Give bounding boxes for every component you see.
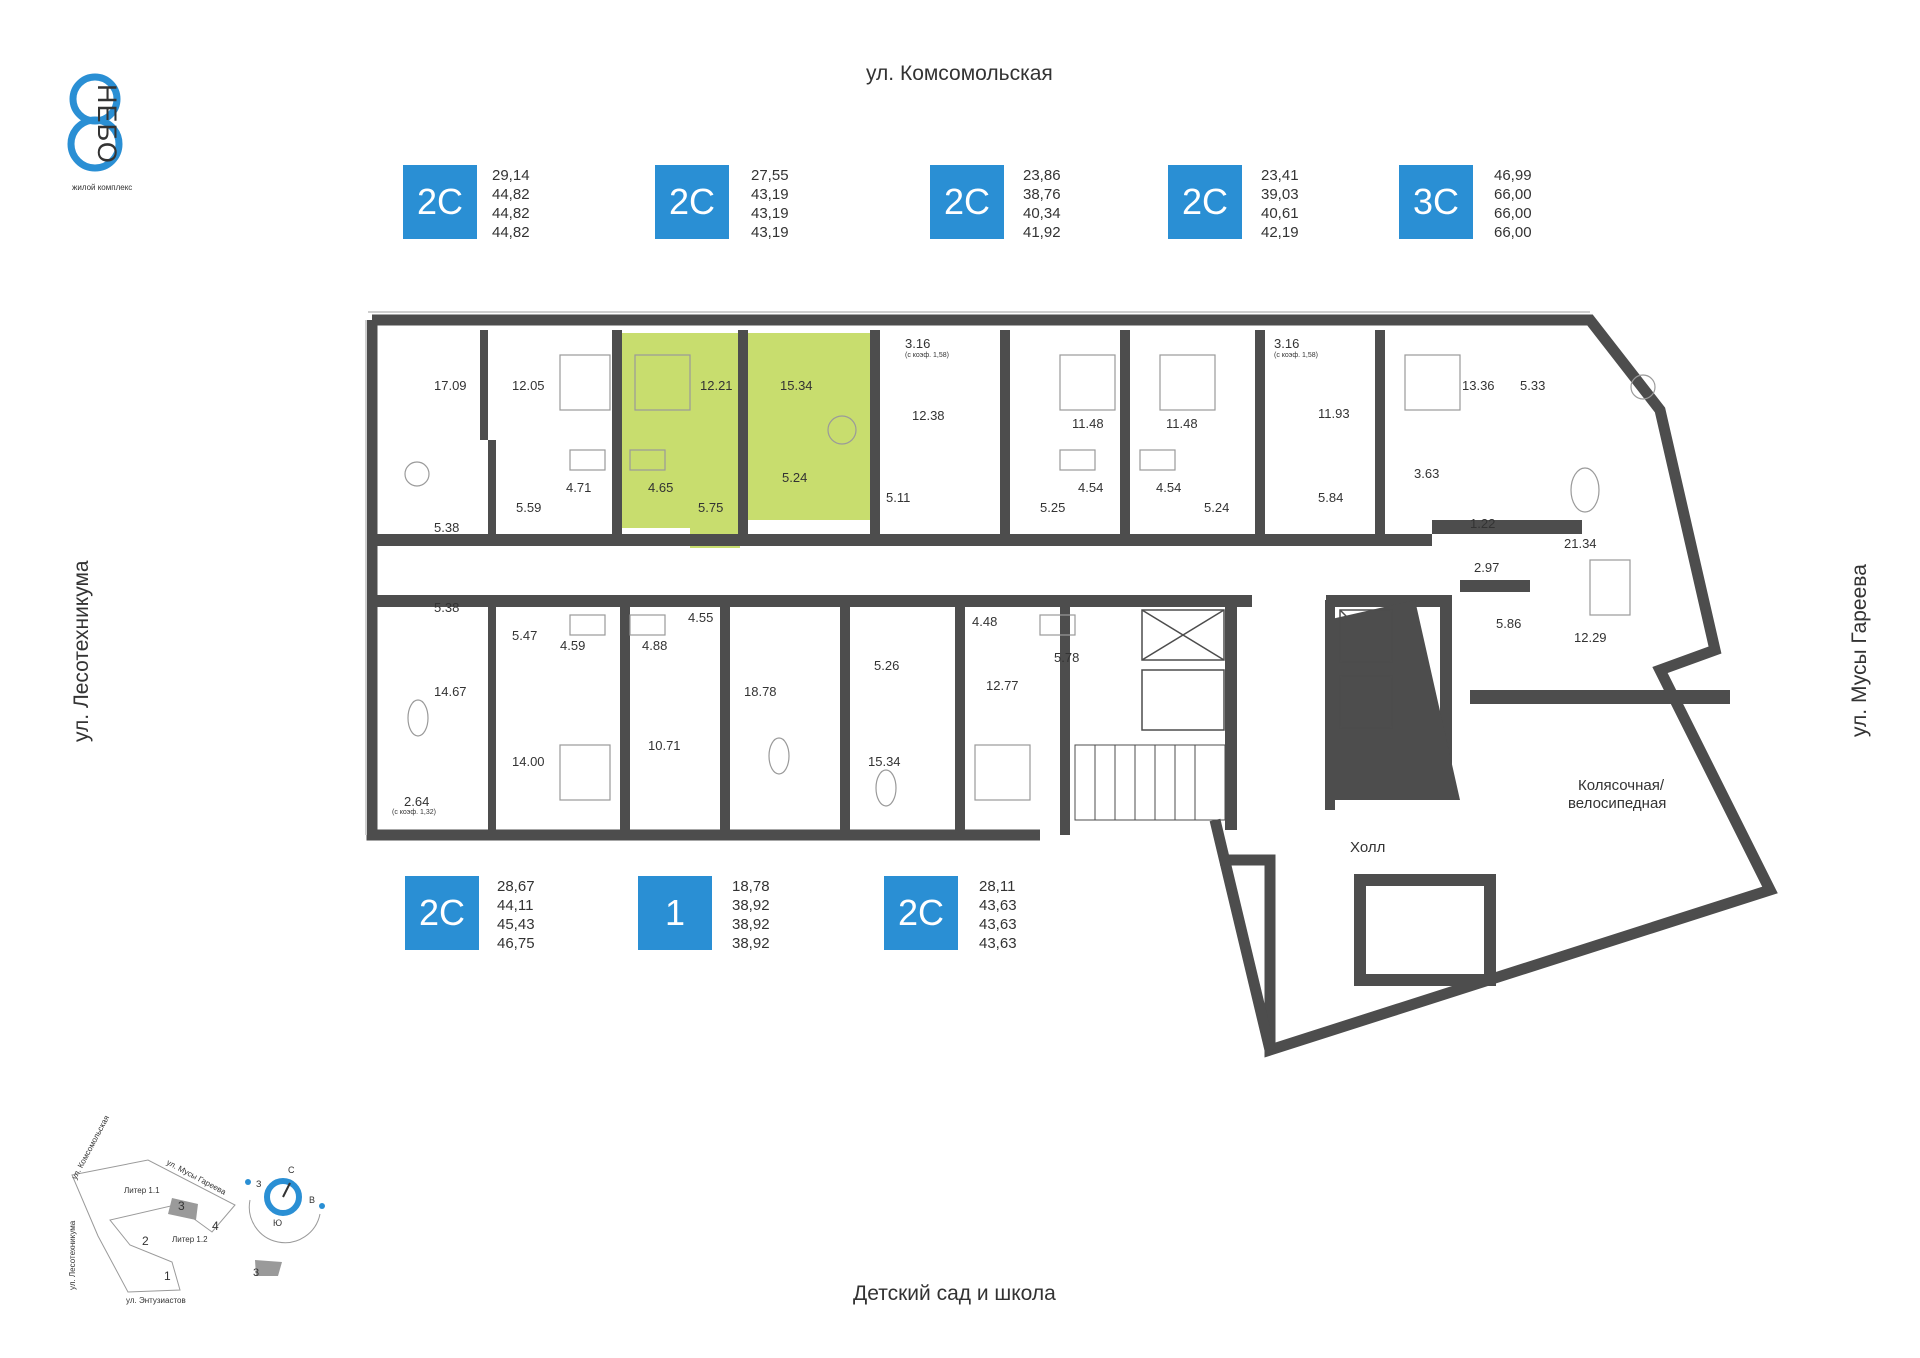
svg-text:5.24: 5.24 (1204, 500, 1229, 515)
apartment-type-badge[interactable]: 3С (1399, 165, 1473, 239)
svg-text:15.34: 15.34 (780, 378, 813, 393)
svg-text:4.65: 4.65 (648, 480, 673, 495)
svg-text:5.24: 5.24 (782, 470, 807, 485)
svg-text:15.34: 15.34 (868, 754, 901, 769)
svg-text:12.21: 12.21 (700, 378, 733, 393)
svg-text:В: В (309, 1195, 315, 1205)
svg-text:4: 4 (212, 1219, 219, 1233)
lobby-core (1354, 874, 1496, 986)
svg-text:5.38: 5.38 (434, 600, 459, 615)
logo-subtitle: жилой комплекс (72, 183, 133, 192)
svg-text:17.09: 17.09 (434, 378, 467, 393)
apartment-type-badge[interactable]: 2С (403, 165, 477, 239)
stairs-icon (1074, 744, 1226, 821)
apartment-type-badge[interactable]: 2С (884, 876, 958, 950)
svg-text:12.29: 12.29 (1574, 630, 1607, 645)
svg-text:21.34: 21.34 (1564, 536, 1597, 551)
svg-text:10.71: 10.71 (648, 738, 681, 753)
svg-text:5.47: 5.47 (512, 628, 537, 643)
svg-text:ул. Энтузиастов: ул. Энтузиастов (126, 1296, 186, 1305)
svg-text:4.88: 4.88 (642, 638, 667, 653)
svg-text:3: 3 (253, 1267, 259, 1279)
svg-text:5.84: 5.84 (1318, 490, 1343, 505)
svg-text:Колясочная/: Колясочная/ (1578, 777, 1665, 794)
svg-text:12.05: 12.05 (512, 378, 545, 393)
building-walls (366, 314, 1778, 1058)
svg-text:14.00: 14.00 (512, 754, 545, 769)
svg-text:13.36: 13.36 (1462, 378, 1495, 393)
svg-text:Литер 1.1: Литер 1.1 (124, 1186, 160, 1195)
street-top: ул. Комсомольская (866, 62, 1053, 85)
svg-text:2.64: 2.64 (404, 794, 429, 809)
svg-text:5.26: 5.26 (874, 658, 899, 673)
svg-text:3.16: 3.16 (905, 336, 930, 351)
apartment-type-badge[interactable]: 2С (655, 165, 729, 239)
svg-text:5.38: 5.38 (434, 520, 459, 535)
svg-text:4.71: 4.71 (566, 480, 591, 495)
corridor-walls (372, 330, 1730, 840)
street-bottom: Детский сад и школа (853, 1282, 1056, 1305)
svg-text:11.93: 11.93 (1318, 406, 1350, 421)
svg-text:Холл: Холл (1350, 839, 1385, 856)
svg-text:5.11: 5.11 (886, 490, 910, 505)
furniture-icons (404, 354, 1656, 807)
svg-text:18.78: 18.78 (744, 684, 777, 699)
apartment-type-badge[interactable]: 2С (1168, 165, 1242, 239)
svg-text:С: С (288, 1165, 295, 1175)
svg-text:12.38: 12.38 (912, 408, 945, 423)
svg-text:(с коэф. 1,58): (с коэф. 1,58) (1274, 352, 1318, 359)
svg-text:11.48: 11.48 (1166, 416, 1198, 431)
svg-text:Ю: Ю (273, 1218, 282, 1228)
svg-text:1.22: 1.22 (1470, 516, 1495, 531)
apartment-type-badge[interactable]: 2С (930, 165, 1004, 239)
elevator-icon (1141, 609, 1393, 731)
svg-text:1: 1 (164, 1269, 171, 1283)
svg-text:5.25: 5.25 (1040, 500, 1065, 515)
svg-text:4.54: 4.54 (1078, 480, 1103, 495)
svg-text:2.97: 2.97 (1474, 560, 1499, 575)
room-labels: 17.09 12.05 12.21 15.34 3.16 (с коэф. 1,… (392, 336, 1666, 856)
svg-text:(с коэф. 1,32): (с коэф. 1,32) (392, 809, 436, 816)
svg-text:12.77: 12.77 (986, 678, 1019, 693)
svg-text:4.55: 4.55 (688, 610, 713, 625)
svg-text:4.59: 4.59 (560, 638, 585, 653)
svg-text:5.78: 5.78 (1054, 650, 1079, 665)
apartment-type-badge[interactable]: 1 (638, 876, 712, 950)
svg-text:5.33: 5.33 (1520, 378, 1545, 393)
svg-text:ул. Мусы Гареева: ул. Мусы Гареева (165, 1158, 228, 1197)
logo-icon (67, 73, 123, 172)
svg-text:3.63: 3.63 (1414, 466, 1439, 481)
svg-text:4.48: 4.48 (972, 614, 997, 629)
svg-text:5.86: 5.86 (1496, 616, 1521, 631)
svg-text:4.54: 4.54 (1156, 480, 1181, 495)
apartment-type-badge[interactable]: 2С (405, 876, 479, 950)
svg-text:ул. Лесотехникума: ул. Лесотехникума (68, 1220, 77, 1290)
site-minimap: Литер 1.1 Литер 1.2 3 4 2 1 3 ул. Энтузи… (68, 1114, 325, 1305)
svg-text:11.48: 11.48 (1072, 416, 1104, 431)
svg-text:3.16: 3.16 (1274, 336, 1299, 351)
svg-text:14.67: 14.67 (434, 684, 467, 699)
svg-text:(с коэф. 1,58): (с коэф. 1,58) (905, 352, 949, 359)
svg-text:2: 2 (142, 1234, 149, 1248)
stair-shaft (1327, 600, 1460, 800)
svg-text:5.75: 5.75 (698, 500, 723, 515)
svg-text:велосипедная: велосипедная (1568, 795, 1666, 812)
svg-text:5.59: 5.59 (516, 500, 541, 515)
svg-text:3: 3 (178, 1199, 185, 1213)
svg-text:Литер 1.2: Литер 1.2 (172, 1235, 208, 1244)
svg-text:З: З (256, 1179, 261, 1189)
